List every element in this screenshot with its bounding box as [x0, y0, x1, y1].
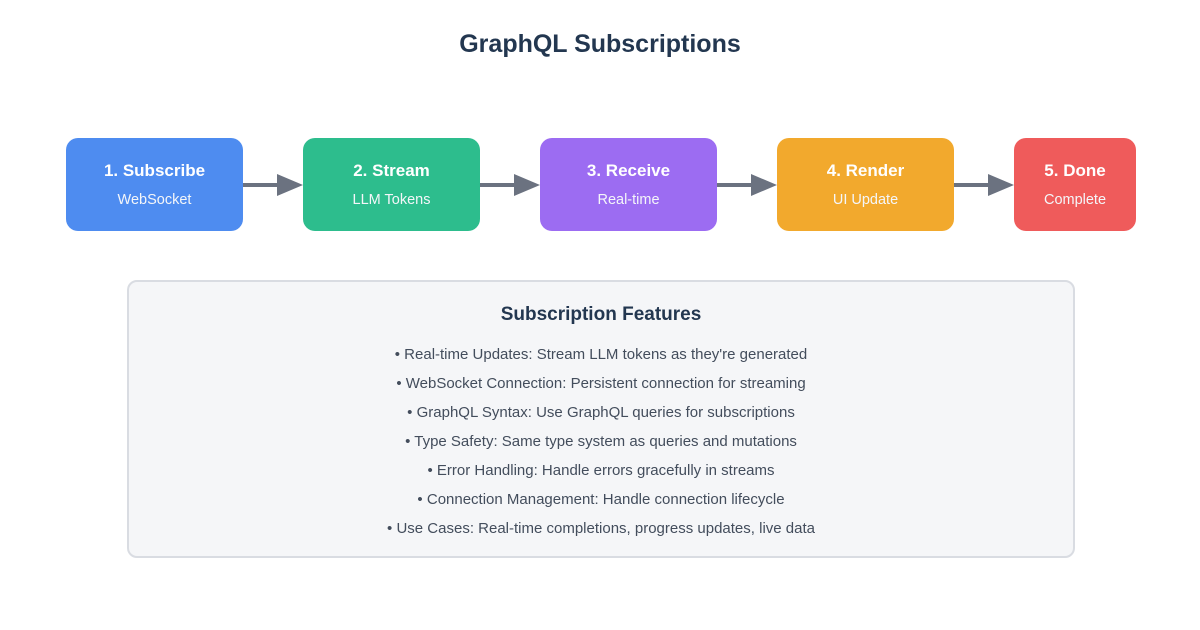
step-subtitle: WebSocket	[117, 191, 192, 208]
step-box-done: 5. Done Complete	[1014, 138, 1136, 231]
feature-text: GraphQL Syntax: Use GraphQL queries for …	[416, 404, 795, 421]
feature-text: Connection Management: Handle connection…	[426, 491, 785, 508]
arrow-head	[277, 173, 303, 196]
step-box-receive: 3. Receive Real-time	[540, 138, 717, 231]
step-subtitle: Real-time	[597, 191, 660, 208]
feature-item: • Real-time Updates: Stream LLM tokens a…	[129, 346, 1073, 364]
flow-arrow-icon	[954, 138, 1014, 231]
step-subtitle: UI Update	[832, 191, 899, 208]
feature-text: Real-time Updates: Stream LLM tokens as …	[404, 346, 808, 363]
feature-item: • Type Safety: Same type system as queri…	[129, 433, 1073, 451]
bullet-icon: •	[405, 433, 411, 450]
step-title: 5. Done	[1044, 160, 1106, 180]
step-box-subscribe: 1. Subscribe WebSocket	[66, 138, 243, 231]
arrow-head	[751, 173, 777, 196]
features-list: • Real-time Updates: Stream LLM tokens a…	[129, 346, 1073, 538]
flow-arrow-icon	[717, 138, 777, 231]
features-panel: Subscription Features • Real-time Update…	[127, 280, 1075, 558]
step-title: 3. Receive	[586, 160, 671, 180]
feature-text: Use Cases: Real-time completions, progre…	[396, 520, 815, 537]
feature-text: Error Handling: Handle errors gracefully…	[436, 462, 775, 479]
step-subtitle: LLM Tokens	[352, 191, 431, 208]
flow-arrow-icon	[243, 138, 303, 231]
arrow-head	[988, 173, 1014, 196]
bullet-icon: •	[407, 404, 413, 421]
arrow-head	[514, 173, 540, 196]
bullet-icon: •	[427, 462, 433, 479]
flow-diagram: 1. Subscribe WebSocket 2. Stream LLM Tok…	[66, 138, 1136, 231]
step-title: 4. Render	[826, 160, 905, 180]
step-title: 2. Stream	[353, 160, 430, 180]
step-box-render: 4. Render UI Update	[777, 138, 954, 231]
bullet-icon: •	[396, 375, 402, 392]
feature-item: • Use Cases: Real-time completions, prog…	[129, 520, 1073, 538]
bullet-icon: •	[417, 491, 423, 508]
flow-arrow-icon	[480, 138, 540, 231]
arrow-line	[717, 182, 751, 187]
feature-item: • Error Handling: Handle errors graceful…	[129, 462, 1073, 480]
arrow-line	[243, 182, 277, 187]
step-title: 1. Subscribe	[103, 160, 206, 180]
feature-item: • WebSocket Connection: Persistent conne…	[129, 375, 1073, 393]
bullet-icon: •	[387, 520, 393, 537]
feature-text: Type Safety: Same type system as queries…	[414, 433, 797, 450]
features-heading: Subscription Features	[500, 304, 702, 325]
bullet-icon: •	[394, 346, 400, 363]
arrow-line	[954, 182, 988, 187]
feature-item: • Connection Management: Handle connecti…	[129, 491, 1073, 509]
feature-item: • GraphQL Syntax: Use GraphQL queries fo…	[129, 404, 1073, 422]
arrow-line	[480, 182, 514, 187]
step-subtitle: Complete	[1043, 191, 1107, 208]
feature-text: WebSocket Connection: Persistent connect…	[405, 375, 806, 392]
page-title: GraphQL Subscriptions	[459, 30, 741, 58]
step-box-stream: 2. Stream LLM Tokens	[303, 138, 480, 231]
